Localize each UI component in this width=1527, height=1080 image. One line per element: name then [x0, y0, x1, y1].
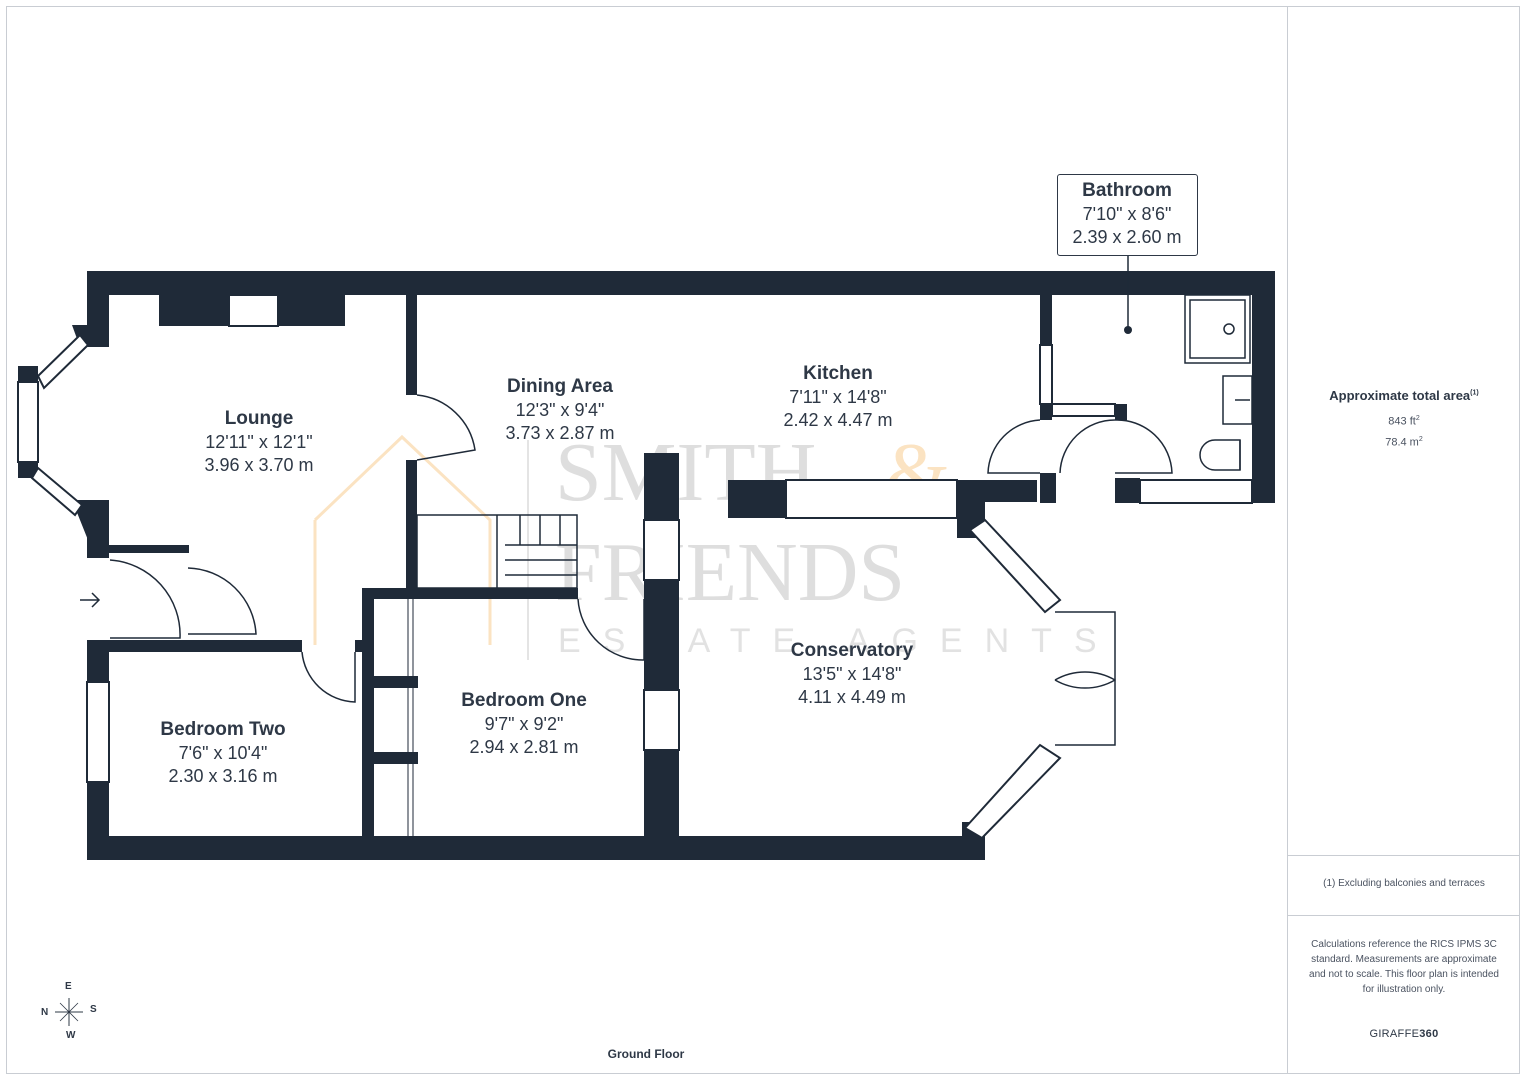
bathroom-label-pointer [1124, 326, 1132, 334]
area-sqft-value: 843 ft [1388, 415, 1416, 428]
compass-south: S [90, 1004, 97, 1015]
brand-bold: 360 [1419, 1028, 1439, 1040]
watermark-text-2: FRIENDS [555, 526, 905, 619]
area-sqft-unit-sup: 2 [1415, 415, 1420, 422]
room-imperial: 13'5" x 14'8" [802, 664, 902, 684]
room-name: Lounge [224, 408, 294, 429]
room-name: Bedroom Two [160, 719, 286, 740]
compass-east: E [65, 981, 72, 992]
compass-north: N [41, 1007, 49, 1018]
area-sqm-value: 78.4 m [1385, 436, 1419, 449]
room-metric: 4.11 x 4.49 m [798, 687, 906, 707]
total-area-note-ref: (1) [1470, 389, 1479, 397]
room-name: Conservatory [790, 640, 914, 661]
floor-label: Ground Floor [607, 1047, 685, 1061]
page-frame [6, 6, 1520, 1074]
total-area-sqm: 78.4 m2 [1290, 436, 1518, 449]
room-metric: 3.73 x 2.87 m [505, 423, 615, 443]
room-imperial: 7'10" x 8'6" [1082, 204, 1172, 224]
room-metric: 3.96 x 3.70 m [204, 455, 314, 475]
area-footnote: (1) Excluding balconies and terraces [1323, 878, 1485, 889]
compass-icon: E N S W [38, 980, 108, 1042]
room-kitchen: Kitchen 7'11" x 14'8" 2.42 x 4.47 m [783, 362, 892, 432]
room-bedroom-one: Bedroom One 9'7" x 9'2" 2.94 x 2.81 m [461, 689, 587, 759]
brand-light: GIRAFFE [1369, 1028, 1420, 1040]
room-conservatory: Conservatory 13'5" x 14'8" 4.11 x 4.49 m [791, 639, 914, 709]
compass-west: W [66, 1030, 76, 1041]
room-name: Bedroom One [461, 690, 587, 711]
info-divider [1288, 855, 1520, 856]
windows [17, 294, 1253, 840]
total-area-title: Approximate total area(1) [1290, 388, 1518, 403]
bathroom-label-box [1057, 174, 1198, 256]
room-dining-area: Dining Area 12'3" x 9'4" 3.73 x 2.87 m [505, 375, 614, 445]
total-area-sqft: 843 ft2 [1290, 415, 1518, 428]
room-imperial: 7'6" x 10'4" [178, 743, 268, 763]
room-metric: 2.30 x 3.16 m [168, 766, 278, 786]
walls [18, 271, 1275, 860]
room-imperial: 12'11" x 12'1" [205, 432, 313, 452]
room-name: Bathroom [1082, 180, 1172, 201]
info-panel [1287, 6, 1520, 1074]
room-metric: 2.39 x 2.60 m [1072, 227, 1182, 247]
info-divider [1288, 915, 1520, 916]
room-imperial: 12'3" x 9'4" [515, 400, 605, 420]
brand-logo: GIRAFFE360 [1290, 1028, 1518, 1040]
doors [80, 256, 1253, 746]
room-name: Dining Area [507, 376, 613, 397]
room-metric: 2.94 x 2.81 m [469, 737, 579, 757]
total-area-title-text: Approximate total area [1329, 388, 1471, 403]
room-bedroom-two: Bedroom Two 7'6" x 10'4" 2.30 x 3.16 m [160, 718, 285, 788]
room-bathroom: Bathroom 7'10" x 8'6" 2.39 x 2.60 m [1072, 179, 1181, 249]
room-imperial: 7'11" x 14'8" [789, 387, 887, 407]
disclaimer: Calculations reference the RICS IPMS 3C … [1309, 939, 1499, 995]
room-imperial: 9'7" x 9'2" [484, 714, 564, 734]
room-metric: 2.42 x 4.47 m [783, 410, 893, 430]
room-lounge: Lounge 12'11" x 12'1" 3.96 x 3.70 m [204, 407, 313, 477]
room-name: Kitchen [803, 363, 873, 384]
area-sqm-unit-sup: 2 [1418, 436, 1423, 443]
